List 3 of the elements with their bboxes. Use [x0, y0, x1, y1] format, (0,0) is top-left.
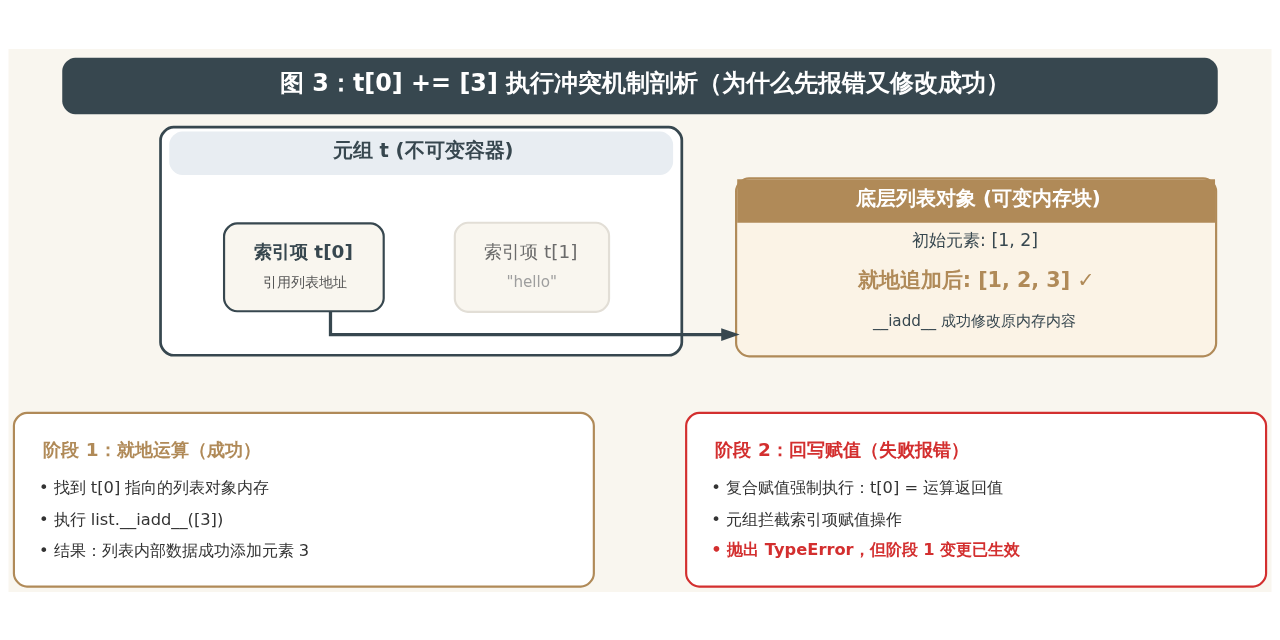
node-box: 索引项 t[1] "hello" [453, 221, 611, 313]
diagram-title: 图 3：t[0] += [3] 执行冲突机制剖析（为什么先报错又修改成功） [279, 68, 1011, 97]
node-box: 索引项 t[0] 引用列表地址 [222, 221, 385, 312]
